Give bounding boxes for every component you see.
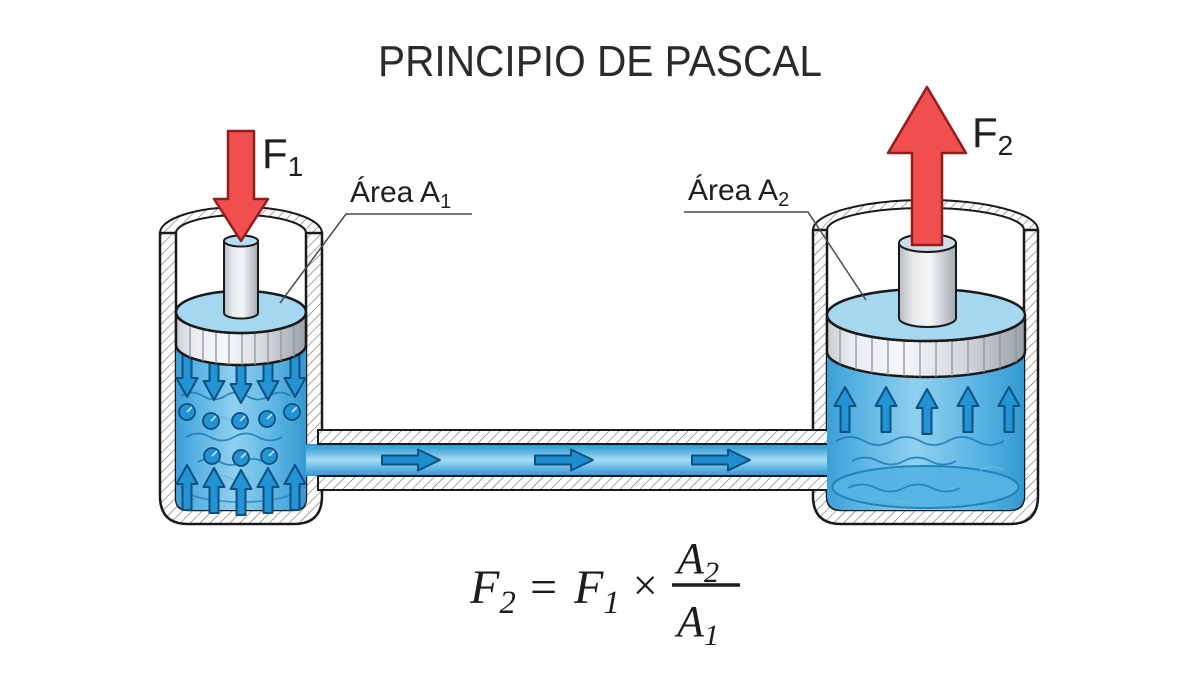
diagram-title: PRINCIPIO DE PASCAL xyxy=(378,37,822,86)
right-fluid-waves xyxy=(835,436,1005,504)
pipe-wall-top xyxy=(317,429,833,445)
right-fluid xyxy=(827,355,1024,510)
formula-numerator: A2 xyxy=(674,534,719,589)
right-cylinder xyxy=(811,199,1040,526)
force-f2-arrow xyxy=(886,85,968,247)
left-fluid xyxy=(175,340,307,516)
area2-label: Área A2 xyxy=(688,174,789,211)
right-fluid-bottom-ellipse xyxy=(831,465,1020,509)
force-f2-label: F2 xyxy=(972,109,1013,161)
connecting-pipe xyxy=(302,429,833,491)
area1-label: Área A1 xyxy=(350,176,451,213)
formula-result: F2 xyxy=(469,561,516,621)
force-f1-arrow xyxy=(212,129,270,243)
area2-callout: Área A2 xyxy=(684,174,867,301)
force-f1-label: F1 xyxy=(262,130,303,182)
force-f2: F2 xyxy=(886,85,1013,247)
right-piston-rod xyxy=(898,242,957,328)
formula-denominator: A1 xyxy=(674,597,719,652)
pipe-wall-bottom xyxy=(317,475,833,491)
left-piston-rod xyxy=(223,240,259,320)
left-cylinder-wall xyxy=(158,231,324,526)
area1-leader-line xyxy=(279,213,472,304)
formula-equals: = xyxy=(527,561,559,614)
pascal-formula: F2 = F1 × A2 A1 xyxy=(469,534,740,652)
right-cylinder-wall xyxy=(811,228,1040,526)
formula-times: × xyxy=(630,561,660,610)
formula-force: F1 xyxy=(573,561,620,621)
force-f1: F1 xyxy=(212,129,303,243)
left-cylinder xyxy=(158,206,324,526)
left-piston-band-lines xyxy=(189,312,295,365)
area1-callout: Área A1 xyxy=(279,176,472,304)
area2-leader-line xyxy=(684,211,867,301)
right-piston xyxy=(825,233,1027,379)
left-piston xyxy=(174,234,308,367)
